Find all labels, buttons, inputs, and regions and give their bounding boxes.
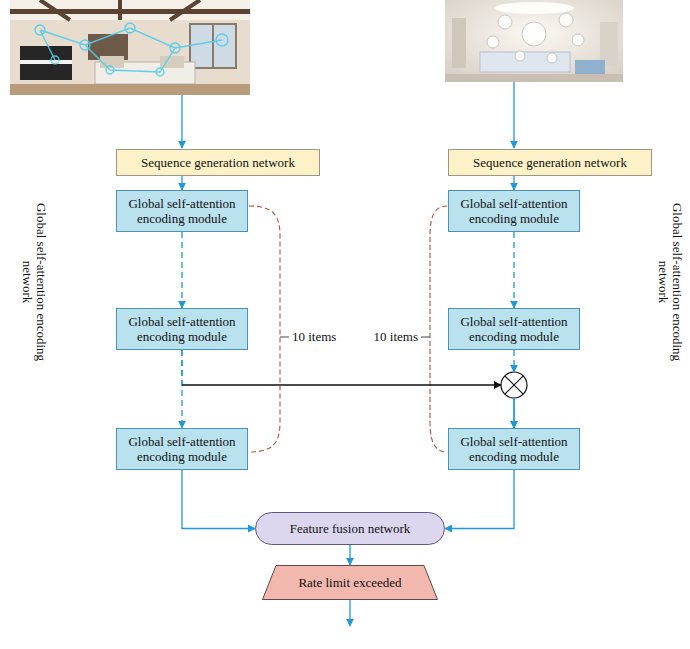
connector — [182, 350, 514, 428]
connector — [182, 232, 183, 308]
input-arrow — [181, 95, 182, 148]
leader-line — [421, 337, 430, 338]
connector — [514, 176, 515, 190]
connector-segment — [445, 470, 514, 529]
node-text: Feature fusion network — [286, 521, 415, 536]
connector-segment — [513, 350, 514, 372]
node-text: Global self-attention encoding module — [449, 196, 579, 226]
connector-segment — [513, 232, 514, 308]
connector — [514, 232, 515, 308]
connector-segment — [181, 350, 182, 428]
connector-segment — [513, 398, 514, 428]
node-text: Global self-attention encoding module — [117, 314, 247, 344]
output-arrow — [349, 600, 350, 626]
encoder-box: Global self-attention encoding module — [116, 308, 248, 350]
encoder-box: Global self-attention encoding module — [448, 428, 580, 470]
connector — [350, 545, 351, 565]
connector — [182, 470, 255, 529]
group-label: Global self-attention encoding network — [656, 189, 684, 375]
node-text: Global self-attention encoding module — [449, 314, 579, 344]
connector — [182, 350, 183, 428]
node-text: Global self-attention encoding module — [117, 196, 247, 226]
connector-segment — [182, 384, 501, 385]
connector-segment — [181, 350, 182, 385]
connector-segment — [181, 176, 182, 190]
encoder-box: Global self-attention encoding module — [448, 308, 580, 350]
node-text: Rate limit exceeded — [294, 575, 405, 590]
dashed-bracket — [249, 206, 280, 452]
process-box: Sequence generation network — [116, 149, 320, 176]
leader-line — [280, 337, 289, 338]
connector — [514, 350, 515, 428]
connector — [445, 470, 514, 529]
node-text: Global self-attention encoding module — [117, 434, 247, 464]
room-photo — [10, 0, 250, 95]
count-label: 10 items — [374, 330, 418, 344]
encoder-box: Global self-attention encoding module — [116, 428, 248, 470]
connector-segment — [182, 470, 255, 529]
group-label: Global self-attention encoding network — [20, 189, 48, 375]
connector-segment — [181, 232, 182, 308]
connector-segment — [513, 176, 514, 190]
connector — [182, 176, 183, 190]
dashed-bracket — [430, 206, 447, 452]
input-arrow — [513, 82, 514, 148]
encoder-box: Global self-attention encoding module — [116, 190, 248, 232]
node-text: Global self-attention encoding module — [449, 434, 579, 464]
multiply-symbol — [501, 372, 527, 398]
connector-segment — [513, 398, 514, 428]
node-text: Sequence generation network — [469, 155, 631, 170]
fusion-box: Feature fusion network — [255, 512, 445, 545]
count-label: 10 items — [292, 330, 336, 344]
output-trapezoid: Rate limit exceeded — [262, 565, 438, 600]
process-box: Sequence generation network — [448, 149, 652, 176]
encoder-box: Global self-attention encoding module — [448, 190, 580, 232]
room-photo — [445, 0, 623, 82]
node-text: Sequence generation network — [137, 155, 299, 170]
connector-segment — [349, 545, 350, 565]
